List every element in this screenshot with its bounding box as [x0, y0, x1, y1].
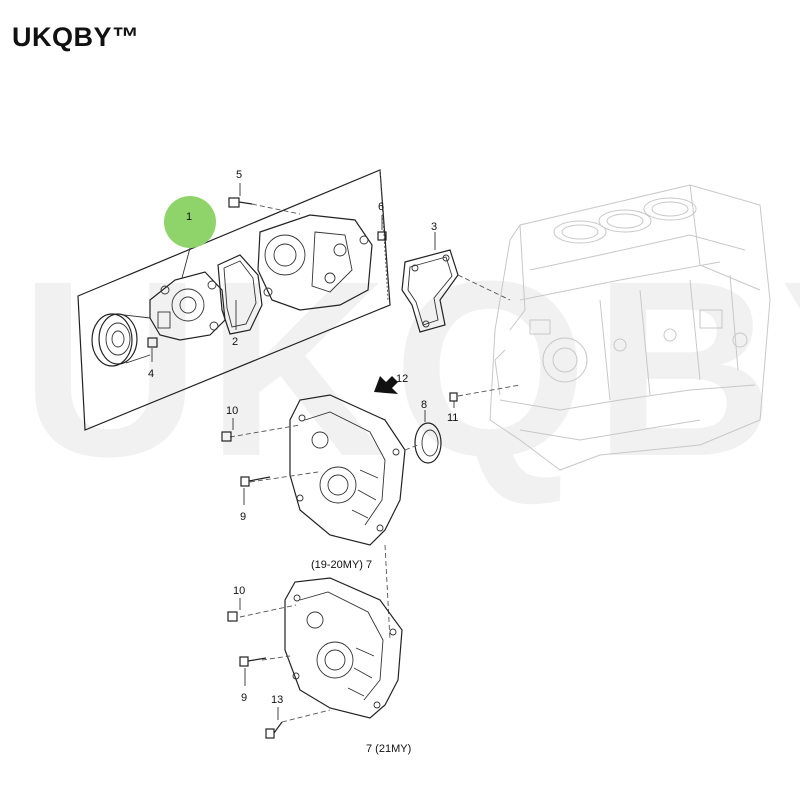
water-pump-body [149, 271, 226, 341]
callout-12: 12 [396, 373, 408, 385]
timing-cover-19-20my-drawing [229, 394, 419, 546]
callout-9-lower: 9 [241, 692, 247, 704]
bolt-11-drawing [449, 384, 521, 408]
engine-block-drawing [489, 184, 771, 471]
callout-5: 5 [236, 169, 242, 181]
bolt-6-drawing [377, 215, 387, 241]
pump-pulley [91, 313, 151, 367]
oil-seal-8-drawing [414, 410, 442, 464]
cover-link-line [384, 544, 391, 641]
callout-1-leader [181, 247, 191, 279]
callout-2: 2 [232, 336, 238, 348]
bolts-upper-cover [221, 418, 271, 505]
water-pump-group-box [77, 169, 391, 431]
callout-10-lower: 10 [233, 585, 245, 597]
callout-4: 4 [148, 368, 154, 380]
cover-label-21my: 7 (21MY) [366, 743, 411, 755]
callout-10-upper: 10 [226, 405, 238, 417]
pump-housing [257, 214, 373, 311]
bolt-4-drawing [147, 337, 158, 362]
callout-8: 8 [421, 399, 427, 411]
bolt-5-drawing [228, 183, 301, 215]
part-1-highlight [164, 196, 216, 248]
callout-9-upper: 9 [240, 511, 246, 523]
cover-label-19-20my: (19-20MY) 7 [311, 559, 372, 571]
housing-gasket [401, 232, 511, 333]
timing-cover-21my-drawing [239, 577, 403, 723]
callout-13: 13 [271, 694, 283, 706]
pump-gasket [217, 254, 263, 335]
callout-1: 1 [186, 211, 192, 223]
bolts-lower-cover [227, 598, 283, 739]
callout-11: 11 [447, 412, 458, 424]
callout-3: 3 [431, 221, 437, 233]
callout-6: 6 [378, 201, 384, 213]
brand-logo: UKQBY™ [12, 22, 140, 52]
arrow-12-drawing [374, 376, 398, 394]
